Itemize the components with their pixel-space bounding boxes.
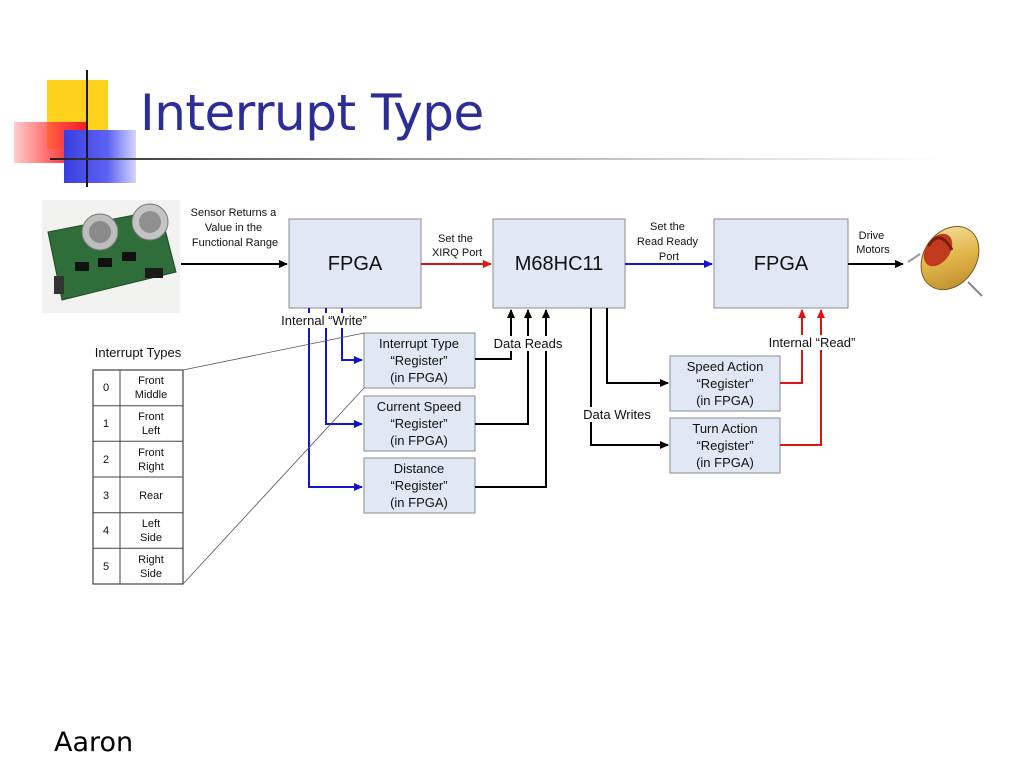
- read-ready-label-line2: Read Ready: [637, 236, 699, 248]
- data-writes-label-bg: [576, 407, 658, 422]
- table-row-desc: Right: [138, 554, 164, 566]
- interrupt-types-heading: Interrupt Types: [95, 345, 182, 360]
- data-reads-label-bg: [487, 336, 569, 351]
- read-speed-action-arrow: [780, 309, 806, 384]
- title-decoration-vertical-line: [86, 70, 88, 187]
- fpga-input-block: [288, 218, 422, 309]
- fpga-input-label: FPGA: [328, 253, 383, 275]
- read-ready-label-line1: Set the: [650, 221, 685, 233]
- table-row-desc: Front: [138, 447, 164, 459]
- distance-register-box: [363, 457, 476, 514]
- sensor-label-line3: Functional Range: [192, 237, 278, 249]
- table-row-code: 4: [103, 525, 109, 537]
- xirq-label-line1: Set the: [438, 233, 473, 245]
- m68hc11-label: M68HC11: [515, 253, 604, 275]
- write-distance-arrow: [308, 308, 363, 491]
- current-speed-register-line2: “Register”: [390, 416, 447, 431]
- xirq-label: Set the XIRQ Port: [432, 233, 482, 259]
- title-underline: [50, 158, 940, 160]
- read-ready-label: Set the Read Ready Port: [637, 221, 701, 263]
- table-row-desc: Side: [140, 568, 162, 580]
- author-name: Aaron: [54, 727, 134, 758]
- table-row-desc: Right: [138, 461, 164, 473]
- internal-read-label-bg: [760, 335, 866, 350]
- speed-action-register-line1: Speed Action: [687, 359, 764, 374]
- data-writes-label: Data Writes: [583, 407, 651, 422]
- distance-register-line1: Distance: [394, 461, 445, 476]
- write-turn-action-arrow: [590, 308, 669, 449]
- current-speed-register-line1: Current Speed: [377, 399, 462, 414]
- drive-motors-label-line2: Motors: [856, 244, 890, 256]
- title-decoration-blue-square: [64, 130, 136, 183]
- table-row-code: 0: [103, 382, 109, 394]
- sensor-label: Sensor Returns a Value in the Functional…: [191, 207, 280, 249]
- data-reads-label: Data Reads: [494, 336, 563, 351]
- read-ready-label-line3: Port: [659, 251, 679, 263]
- sensor-label-line1: Sensor Returns a: [191, 207, 277, 219]
- write-speed-action-arrow: [606, 308, 669, 387]
- callout-line-top: [182, 332, 365, 371]
- interrupt-types-table: 0 Front Middle 1 Front Left 2 Front Righ…: [92, 369, 184, 585]
- table-row-desc: Left: [142, 518, 160, 530]
- internal-read-label: Internal “Read”: [769, 335, 856, 350]
- table-row-desc: Left: [142, 425, 160, 437]
- speed-action-register-box: [669, 355, 781, 412]
- m68hc11-block: [492, 218, 626, 309]
- table-row-code: 5: [103, 561, 109, 573]
- interrupt-type-register-box: [363, 332, 476, 389]
- speed-action-register-line3: (in FPGA): [696, 393, 754, 408]
- speed-action-register-line2: “Register”: [696, 376, 753, 391]
- table-row-code: 3: [103, 490, 109, 502]
- slide-title: Interrupt Type: [140, 84, 484, 142]
- table-row-code: 2: [103, 454, 109, 466]
- read-current-speed-arrow: [475, 309, 532, 425]
- write-current-speed-arrow: [325, 308, 363, 428]
- table-row-desc: Front: [138, 375, 164, 387]
- drive-motors-label: Drive Motors: [856, 230, 890, 256]
- table-row-desc: Middle: [135, 389, 167, 401]
- table-row-desc: Rear: [139, 490, 163, 502]
- current-speed-register-line3: (in FPGA): [390, 433, 448, 448]
- read-interrupt-type-arrow: [475, 309, 515, 360]
- distance-register-line2: “Register”: [390, 478, 447, 493]
- internal-write-label: Internal “Write”: [281, 313, 367, 328]
- callout-line-bottom: [182, 387, 365, 585]
- fpga-output-label: FPGA: [754, 253, 809, 275]
- internal-write-label-bg: [272, 313, 376, 328]
- read-turn-action-arrow: [780, 309, 825, 446]
- distance-register-line3: (in FPGA): [390, 495, 448, 510]
- interrupt-type-register-line1: Interrupt Type: [379, 336, 459, 351]
- drive-motors-label-line1: Drive: [859, 230, 885, 242]
- table-row-code: 1: [103, 418, 109, 430]
- fpga-output-block: [713, 218, 849, 309]
- interrupt-type-register-line3: (in FPGA): [390, 370, 448, 385]
- motor-image: [907, 225, 983, 297]
- turn-action-register-box: [669, 417, 781, 474]
- turn-action-register-line2: “Register”: [696, 438, 753, 453]
- sensor-label-line2: Value in the: [205, 222, 262, 234]
- sensor-board-image: [42, 200, 180, 313]
- table-row-desc: Front: [138, 411, 164, 423]
- table-row-desc: Side: [140, 532, 162, 544]
- read-distance-arrow: [475, 309, 550, 488]
- interrupt-type-register-line2: “Register”: [390, 353, 447, 368]
- turn-action-register-line3: (in FPGA): [696, 455, 754, 470]
- xirq-label-line2: XIRQ Port: [432, 247, 482, 259]
- turn-action-register-line1: Turn Action: [692, 421, 757, 436]
